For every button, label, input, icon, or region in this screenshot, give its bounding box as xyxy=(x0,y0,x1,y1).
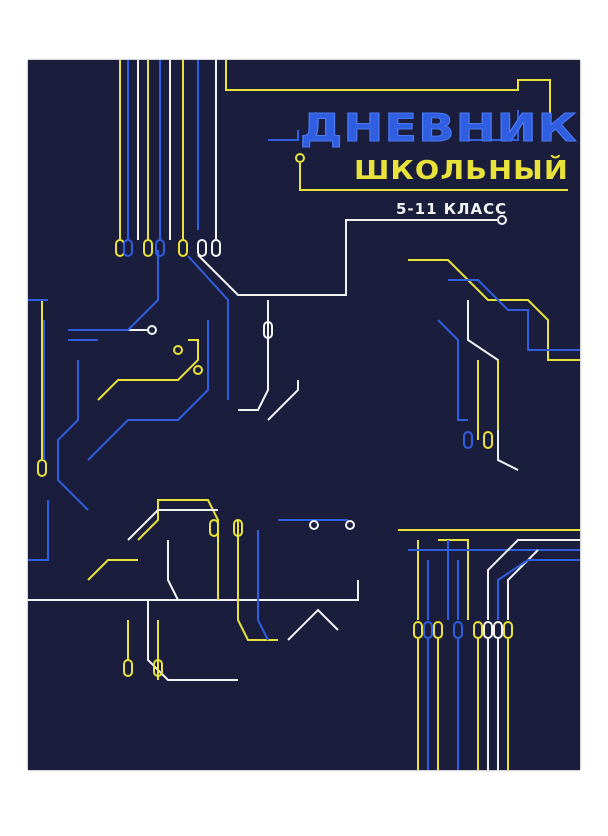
grade-label: 5-11 КЛАСС xyxy=(396,200,508,218)
diary-cover: ДНЕВНИК ШКОЛЬНЫЙ 5-11 КЛАСС xyxy=(28,60,580,770)
circuit-pattern xyxy=(28,60,580,770)
cover-title: ДНЕВНИК xyxy=(299,106,578,151)
cover-subtitle: ШКОЛЬНЫЙ xyxy=(354,156,569,186)
